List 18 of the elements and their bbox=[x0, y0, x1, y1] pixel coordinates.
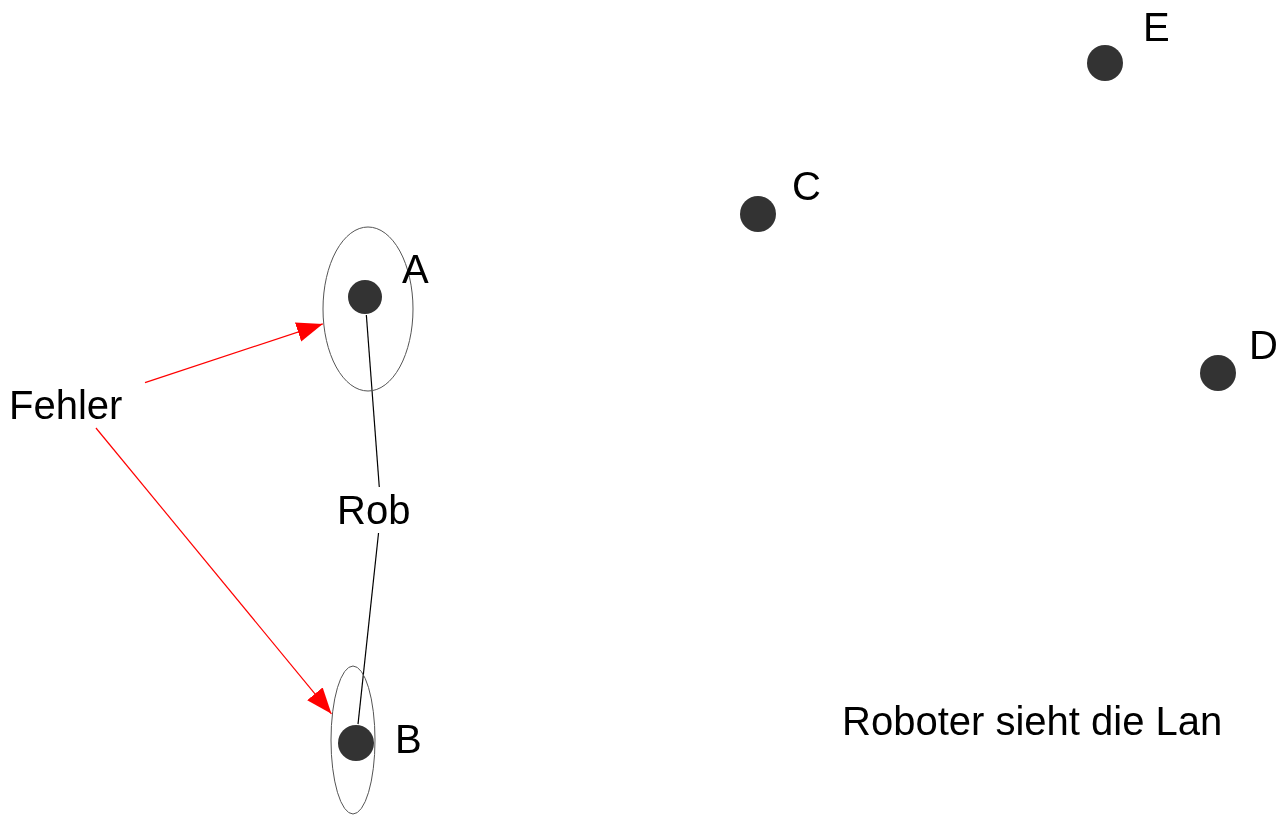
arrow bbox=[95, 427, 333, 715]
text-label: Fehler bbox=[9, 382, 145, 428]
point-marker bbox=[347, 279, 383, 315]
point-marker bbox=[739, 195, 777, 233]
point-marker bbox=[1199, 354, 1237, 392]
point-label: A bbox=[402, 246, 429, 292]
point-label: D bbox=[1249, 322, 1278, 368]
connector-line bbox=[357, 532, 380, 725]
point-marker bbox=[337, 724, 375, 762]
text-label: Rob bbox=[337, 487, 425, 533]
caption-text: Roboter sieht die Lan bbox=[842, 698, 1223, 744]
arrow bbox=[144, 322, 324, 384]
ellipse-outline bbox=[330, 665, 376, 815]
point-label: C bbox=[792, 163, 821, 209]
connector-line bbox=[365, 314, 380, 488]
point-label: E bbox=[1143, 4, 1170, 50]
point-label: B bbox=[395, 716, 422, 762]
point-marker bbox=[1086, 44, 1124, 82]
